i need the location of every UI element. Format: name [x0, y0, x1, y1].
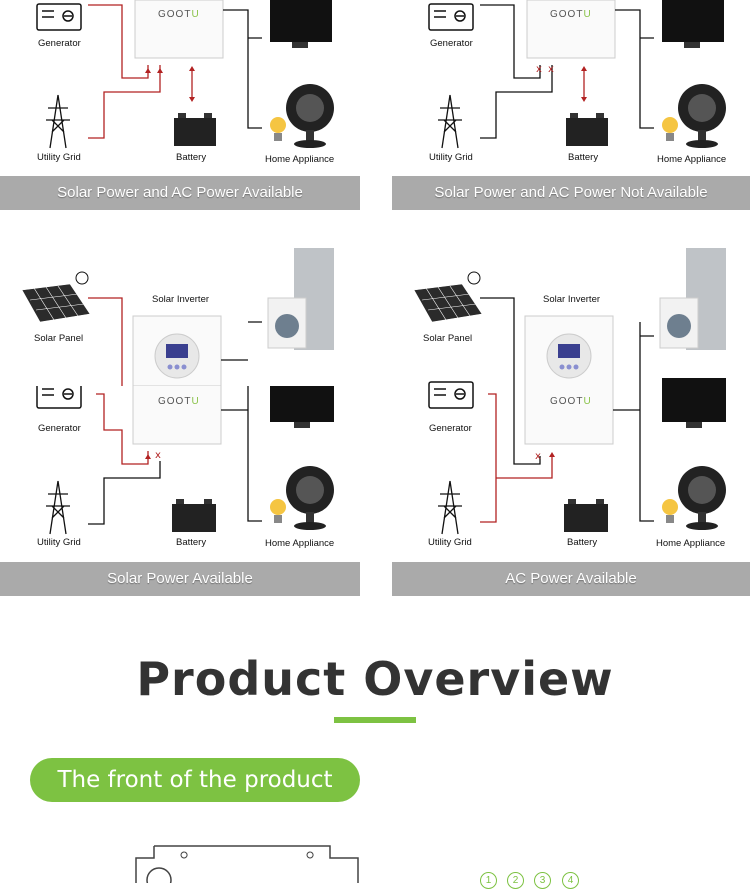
- diagram-panel-4: x Solar Panel Solar Inverter GOOTU Gener…: [392, 240, 750, 596]
- generator-icon: [428, 3, 474, 31]
- wiring-diagram: x x: [428, 0, 726, 149]
- inverter-body: [134, 0, 224, 59]
- home-appliance-label: Home Appliance: [656, 538, 726, 549]
- fan-icon: [286, 84, 334, 148]
- wiring-diagram-top: [21, 248, 334, 387]
- svg-text:x: x: [536, 64, 542, 75]
- svg-text:x: x: [535, 451, 541, 462]
- utility-grid-label: Utility Grid: [37, 152, 81, 163]
- brand-logo: GOOTU: [550, 396, 592, 407]
- svg-text:x: x: [155, 450, 161, 461]
- home-appliance-label: Home Appliance: [657, 154, 727, 165]
- callout-number-4: 4: [562, 872, 579, 889]
- diagram-panel-2: x x GOOTU Generator Utility Grid Battery…: [392, 0, 750, 210]
- generator-label: Generator: [38, 38, 81, 49]
- home-appliance-label: Home Appliance: [265, 154, 335, 165]
- battery-icon: [172, 499, 216, 532]
- callout-number-1: 1: [480, 872, 497, 889]
- tv-icon: [662, 0, 724, 48]
- utility-grid-label: Utility Grid: [429, 152, 473, 163]
- generator-label: Generator: [430, 38, 473, 49]
- svg-text:x: x: [548, 64, 554, 75]
- brand-logo: GOOTU: [158, 9, 200, 20]
- solar-inverter-label: Solar Inverter: [152, 294, 210, 305]
- utility-grid-icon: [46, 94, 70, 149]
- panel-caption: Solar Power and AC Power Not Available: [392, 176, 750, 210]
- sun-icon: [75, 271, 89, 285]
- fan-icon: [678, 84, 726, 148]
- logo-mark-icon: [146, 867, 172, 883]
- home-appliance-label: Home Appliance: [265, 538, 335, 549]
- fan-icon: [286, 466, 334, 530]
- utility-grid-icon: [46, 480, 70, 535]
- battery-label: Battery: [567, 537, 598, 548]
- bulb-icon: [662, 499, 678, 523]
- tv-icon: [662, 378, 726, 428]
- wiring-diagram: x: [36, 386, 334, 535]
- battery-label: Battery: [568, 152, 599, 163]
- utility-grid-label: Utility Grid: [428, 537, 472, 548]
- wiring-diagram: [36, 0, 334, 149]
- solar-panel-label: Solar Panel: [423, 333, 473, 344]
- solar-panel-icon: [413, 283, 483, 323]
- section-title: Product Overview: [136, 652, 614, 706]
- fan-icon: [678, 466, 726, 530]
- generator-label: Generator: [38, 423, 81, 434]
- diagram-panel-1: GOOTU Generator Utility Grid Battery Hom…: [0, 0, 360, 210]
- generator-icon: [428, 381, 474, 409]
- panel-caption: AC Power Available: [392, 562, 750, 596]
- battery-label: Battery: [176, 152, 207, 163]
- battery-icon: [566, 113, 608, 146]
- bulb-icon: [270, 499, 286, 523]
- generator-icon: [36, 386, 82, 409]
- sun-icon: [467, 271, 481, 285]
- callout-number-3: 3: [534, 872, 551, 889]
- inverter-body: [526, 0, 616, 59]
- panel-caption: Solar Power Available: [0, 562, 360, 596]
- inverter-front-outline: [135, 845, 359, 883]
- tv-icon: [270, 0, 332, 48]
- title-underline: [334, 717, 416, 723]
- diagram-panel-3: x Solar Power Available: [0, 386, 360, 596]
- brand-logo: GOOTU: [158, 396, 200, 407]
- front-of-product-badge: The front of the product: [30, 758, 360, 802]
- inverter-body: [132, 386, 222, 445]
- tv-icon: [270, 386, 334, 428]
- diagram-panel-3-top: Solar Panel Solar Inverter: [0, 240, 360, 387]
- utility-grid-icon: [438, 94, 462, 149]
- wiring-diagram: x: [413, 248, 726, 535]
- callout-number-2: 2: [507, 872, 524, 889]
- washer-fridge-icon: [659, 248, 726, 350]
- solar-inverter-label: Solar Inverter: [543, 294, 601, 305]
- generator-label: Generator: [429, 423, 472, 434]
- washer-fridge-icon: [267, 248, 334, 350]
- solar-panel-label: Solar Panel: [34, 333, 84, 344]
- panel-caption: Solar Power and AC Power Available: [0, 176, 360, 210]
- battery-icon: [174, 113, 216, 146]
- battery-label: Battery: [176, 537, 207, 548]
- utility-grid-label: Utility Grid: [37, 537, 81, 548]
- bulb-icon: [270, 117, 286, 141]
- generator-icon: [36, 3, 82, 31]
- utility-grid-icon: [438, 480, 462, 535]
- bulb-icon: [662, 117, 678, 141]
- solar-panel-icon: [21, 283, 91, 323]
- battery-icon: [564, 499, 608, 532]
- brand-logo: GOOTU: [550, 9, 592, 20]
